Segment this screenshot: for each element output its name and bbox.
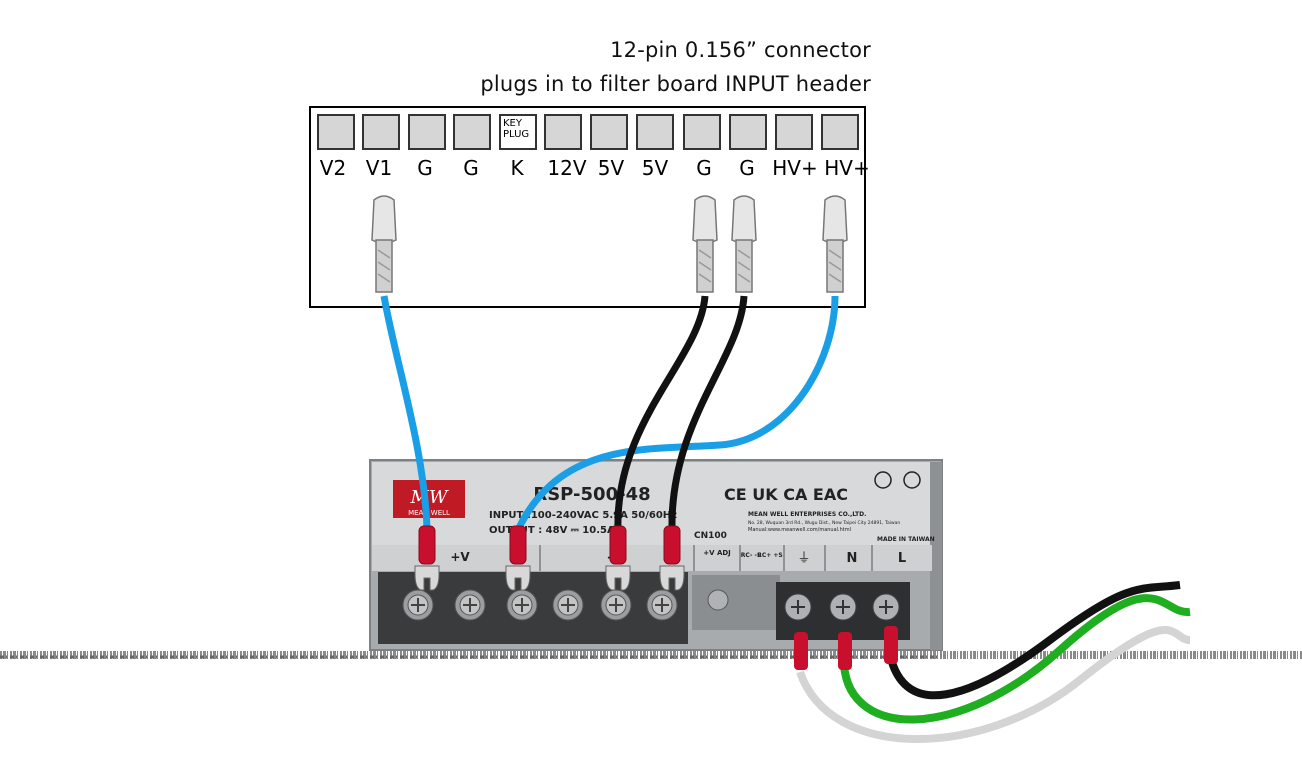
crimp-contact-g2 <box>731 195 757 293</box>
maker-text: MEAN WELL ENTERPRISES CO.,LTD. <box>748 511 866 518</box>
maker-address: No. 28, Wuquan 3rd Rd., Wugu Dist., New … <box>748 520 900 526</box>
dc-output-wires <box>380 295 839 532</box>
neutral-label: N <box>847 551 858 566</box>
plus-v-label: +V <box>450 550 470 564</box>
ac-screw-3 <box>872 593 900 621</box>
dc-spade-crimps <box>414 525 685 591</box>
pin-slot-4 <box>453 114 491 150</box>
ac-crimp-1 <box>794 632 808 670</box>
pin-slot-10 <box>729 114 767 150</box>
pin-slot-7 <box>590 114 628 150</box>
ac-line-wire <box>886 581 1181 700</box>
ac-screw-2 <box>829 593 857 621</box>
surface-line <box>0 651 1302 659</box>
connector-contacts <box>371 195 848 293</box>
pin-label-6: 12V <box>547 156 587 180</box>
dc-screw-4 <box>552 589 584 621</box>
hv-plus-wire <box>514 295 839 532</box>
pin-slot-1 <box>317 114 355 150</box>
v1-wire <box>380 295 431 531</box>
v-adj-label: +V ADJ <box>703 549 731 557</box>
spade-crimp-4 <box>659 525 685 591</box>
ac-crimps <box>794 626 898 670</box>
rc-plus-label: RC+ +S <box>757 552 783 559</box>
cn100-label: CN100 <box>694 531 727 541</box>
pin-label-9: G <box>696 156 712 180</box>
connector-diagram: V2 V1 G G KEY PLUG K 12V 5V 5V G G HV+HV+ <box>309 106 870 308</box>
ccc-mark <box>874 471 892 489</box>
pin-label-4: G <box>463 156 479 180</box>
rohs-mark <box>903 471 921 489</box>
ground-label: ⏚ <box>797 551 810 566</box>
pin-label-1: V2 <box>319 156 347 180</box>
ac-crimp-3 <box>884 626 898 664</box>
ac-neutral-wire <box>796 626 1191 743</box>
g-wire-1 <box>614 295 709 531</box>
pin-label-12: HV+ <box>824 156 870 180</box>
pin-slot-8 <box>636 114 674 150</box>
dc-screws <box>402 589 678 621</box>
pin-slot-12 <box>821 114 859 150</box>
dc-screw-1 <box>402 589 434 621</box>
pin-label-7: 5V <box>597 156 625 180</box>
dc-screw-2 <box>454 589 486 621</box>
ac-screws <box>784 593 900 621</box>
pin-slot-3 <box>408 114 446 150</box>
power-supply: MW MEAN WELL RSP-500-48 INPUT :100-240VA… <box>369 459 943 651</box>
pin-label-8: 5V <box>641 156 669 180</box>
ac-input-wires <box>796 581 1191 743</box>
ac-crimp-2 <box>838 632 852 670</box>
pin-label-5: K <box>510 156 524 180</box>
g-wire-2 <box>668 295 748 531</box>
manual-url: Manual:www.meanwell.com/manual.html <box>748 527 851 533</box>
rc-minus-label: RC- -S <box>741 552 762 559</box>
spade-crimp-2 <box>505 525 531 591</box>
caption-line-1: 12-pin 0.156” connector <box>610 38 871 62</box>
meanwell-logo-mark: MW <box>410 487 449 508</box>
cert-marks: CE UK CA EAC <box>724 485 848 504</box>
psu-input-rating: INPUT :100-240VAC 5.9A 50/60Hz <box>489 510 677 521</box>
pin-slot-11 <box>775 114 813 150</box>
pin-label-11: HV+ <box>772 156 818 180</box>
crimp-contact-v1 <box>371 195 397 293</box>
dc-screw-3 <box>506 589 538 621</box>
psu-output-rating: OUTPUT : 48V ⎓ 10.5A <box>489 525 615 536</box>
spade-crimp-1 <box>414 525 440 591</box>
crimp-contact-hvplus <box>822 195 848 293</box>
dc-screw-5 <box>600 589 632 621</box>
caption-line-2: plugs in to filter board INPUT header <box>480 72 871 96</box>
pin-label-10: G <box>739 156 755 180</box>
v-adj-pot <box>707 589 729 611</box>
line-label: L <box>898 551 906 566</box>
pin-slot-9 <box>683 114 721 150</box>
crimp-contact-g1 <box>692 195 718 293</box>
pin-label-2: V1 <box>365 156 393 180</box>
psu-label-panel <box>372 462 940 550</box>
ac-screw-1 <box>784 593 812 621</box>
made-in: MADE IN TAIWAN <box>877 536 935 543</box>
pin-slot-6 <box>544 114 582 150</box>
ac-earth-wire <box>840 594 1191 724</box>
dc-screw-6 <box>646 589 678 621</box>
pin-slot-5: KEY PLUG <box>499 114 537 150</box>
pin-slot-2 <box>362 114 400 150</box>
pin-label-3: G <box>417 156 433 180</box>
spade-crimp-3 <box>605 525 631 591</box>
